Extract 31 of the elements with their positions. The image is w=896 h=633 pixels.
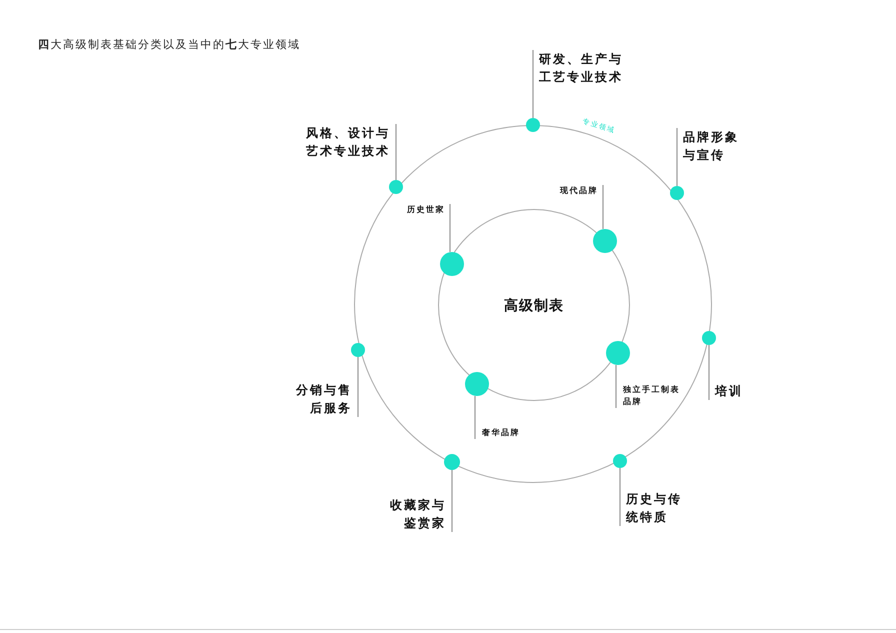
leader-line — [615, 365, 617, 408]
leader-line — [602, 185, 604, 229]
category-label: 历史与传统特质 — [620, 490, 688, 526]
category-label: 独立手工制表品牌 — [617, 384, 685, 408]
dot-marker — [702, 331, 716, 345]
leader-line — [532, 50, 534, 118]
leader-line — [449, 204, 451, 252]
dot-marker — [440, 252, 464, 276]
category-label: 培训 — [709, 382, 753, 400]
dot-marker — [593, 229, 617, 253]
leader-line — [357, 357, 359, 417]
category-label: 研发、生产与工艺专业技术 — [533, 50, 629, 86]
center-label: 高级制表 — [503, 297, 565, 315]
dot-marker — [606, 341, 630, 365]
dot-marker — [351, 343, 365, 357]
category-label: 分销与售后服务 — [290, 381, 358, 417]
category-label: 历史世家 — [405, 204, 451, 216]
dot-marker — [465, 372, 489, 396]
leader-line — [395, 124, 397, 180]
title: 四大高级制表基础分类以及当中的七大专业领域 — [38, 37, 300, 53]
leader-line — [451, 470, 453, 532]
category-label: 奢华品牌 — [476, 427, 526, 439]
leader-line — [708, 345, 710, 400]
leader-line — [676, 128, 678, 186]
category-label: 现代品牌 — [558, 185, 604, 197]
category-label: 风格、设计与艺术专业技术 — [300, 124, 396, 160]
leader-line — [474, 396, 476, 439]
dot-marker — [526, 118, 540, 132]
leader-line — [619, 468, 621, 526]
category-label: 品牌形象与宣传 — [677, 128, 745, 164]
category-label: 收藏家与鉴赏家 — [384, 496, 452, 532]
